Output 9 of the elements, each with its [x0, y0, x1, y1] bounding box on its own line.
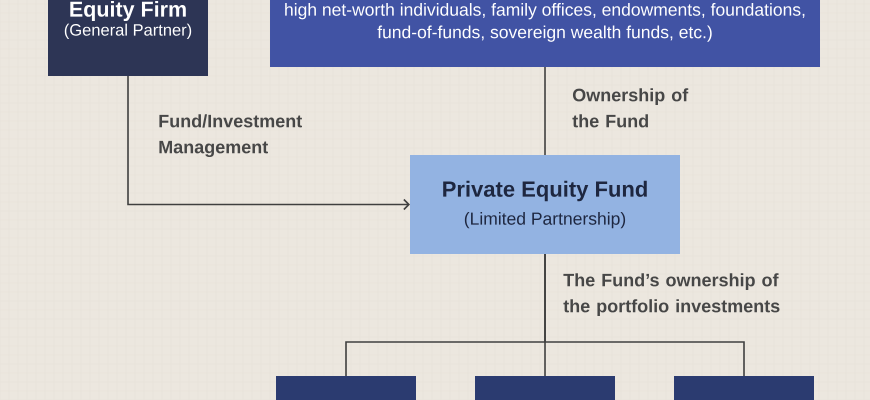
edge-label: Fund/Investment Management	[159, 114, 302, 158]
investor-box: high net-worth individuals, family offices, endowments, foundations, fund-of-funds, sovereign wealth funds, etc.)	[270, 0, 820, 67]
org-box: Equity Firm (General Partner)	[48, 0, 208, 76]
edge-label: Ownership of the Fund	[572, 88, 688, 128]
portfolio-box	[674, 376, 814, 400]
edge-label: The Fund’s ownership of the portfolio investments	[563, 273, 780, 316]
fund-box: Private Equity Fund (Limited Partnership)	[410, 155, 680, 254]
portfolio-box	[276, 376, 416, 400]
portfolio-box	[475, 376, 615, 400]
